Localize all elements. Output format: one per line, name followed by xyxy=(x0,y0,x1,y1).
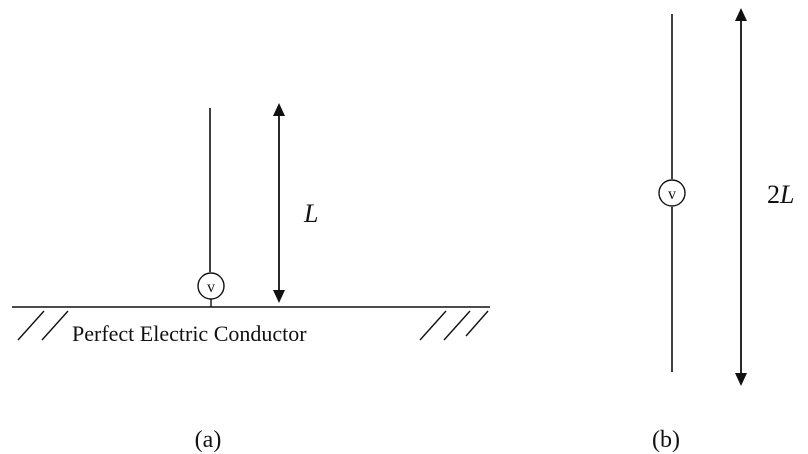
panel-b: v 2L (b) xyxy=(652,7,794,453)
voltage-source-a: v xyxy=(197,272,225,300)
caption-b: (b) xyxy=(652,427,680,453)
voltage-source-b-label: v xyxy=(668,186,676,203)
caption-a: (a) xyxy=(195,427,222,453)
length-label-b-var: L xyxy=(779,180,794,209)
length-label-b-coef: 2 xyxy=(767,180,780,209)
voltage-source-b: v xyxy=(658,179,686,207)
length-label-b: 2L xyxy=(767,180,794,209)
panel-a: v Perfect Electric Conductor L (a) xyxy=(12,103,490,453)
ground-hatch-marks xyxy=(17,310,489,341)
voltage-source-a-label: v xyxy=(207,279,215,296)
ground-label: Perfect Electric Conductor xyxy=(72,321,307,346)
length-label-a: L xyxy=(303,199,318,228)
